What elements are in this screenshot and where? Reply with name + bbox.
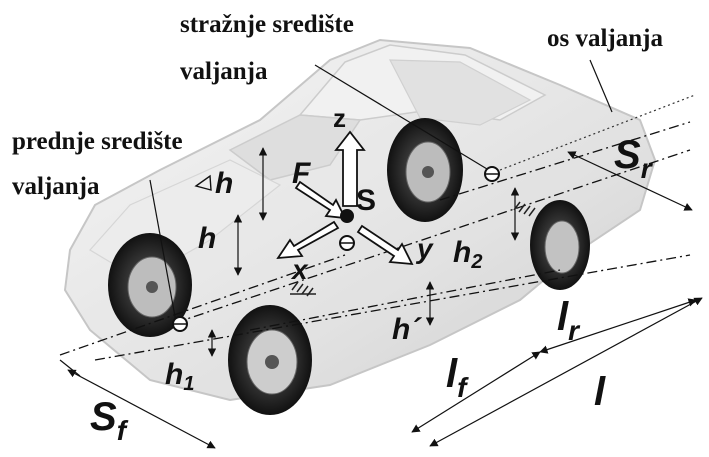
symbol-Sr: Sr: [614, 133, 654, 184]
dim-lf: [411, 351, 541, 433]
symbol-z: z: [333, 103, 346, 133]
symbol-lf-base: l: [446, 352, 458, 396]
symbol-Sf: Sf: [90, 395, 129, 446]
center-of-gravity-marker: [340, 209, 354, 223]
symbol-lr: lr: [557, 295, 581, 346]
symbol-h1: h1: [165, 358, 194, 395]
symbol-F: F: [292, 157, 311, 190]
wheel-rear-right: [530, 200, 590, 290]
spring-front-hatch: [290, 281, 316, 297]
front-roll-center-point: [172, 316, 188, 332]
symbol-x: x: [290, 254, 309, 285]
label-front-roll-center-line2: valjanja: [12, 173, 100, 200]
symbol-lr-base: l: [557, 295, 569, 339]
symbol-h2-sub: 2: [470, 251, 482, 273]
symbol-h1-sub: 1: [183, 373, 194, 395]
symbol-delta-h: h: [215, 167, 233, 200]
label-rear-roll-center-line1: stražnje središte: [180, 11, 354, 38]
symbol-h2-base: h: [453, 236, 471, 269]
symbol-h-prime: h´: [392, 313, 422, 346]
label-rear-roll-center-line2: valjanja: [180, 58, 268, 85]
dim-Sr: [567, 151, 693, 211]
car-side-window: [388, 59, 532, 126]
symbol-y: y: [415, 233, 434, 264]
dim-Sf: [59, 359, 216, 449]
ground-line-front: [94, 254, 691, 361]
label-roll-axis: os valjanja: [547, 25, 663, 52]
symbol-S: S: [356, 184, 376, 217]
rear-axle-line: [439, 121, 691, 201]
symbol-lf: lf: [446, 352, 469, 403]
wheel-front-left: [108, 233, 192, 337]
rear-roll-center-point: [484, 166, 500, 182]
dim-l: [429, 297, 703, 447]
symbol-Sf-base: S: [90, 395, 117, 439]
axis-y-arrow: [356, 224, 414, 266]
axis-x-arrow: [276, 220, 340, 260]
delta-triangle-icon: [194, 174, 212, 191]
symbol-lr-sub: r: [568, 315, 581, 346]
symbol-Sf-sub: f: [117, 415, 129, 446]
symbol-lf-sub: f: [457, 372, 469, 403]
symbol-l: l: [594, 370, 606, 414]
label-front-roll-center-line1: prednje središte: [12, 128, 183, 155]
spring-rear-hatch: [513, 201, 536, 217]
symbol-h1-base: h: [165, 358, 183, 391]
wheel-front-right: [228, 305, 312, 415]
wheel-rear-left: [387, 118, 463, 222]
ground-line-mid: [249, 269, 561, 331]
force-F-arrow: [294, 180, 347, 220]
roll-center-point: [339, 235, 355, 251]
symbol-h: h: [198, 222, 216, 255]
axis-z-arrow: [334, 130, 366, 207]
symbol-Sr-sub: r: [641, 153, 654, 184]
leader-front-center: [149, 179, 177, 323]
leader-roll-axis: [589, 59, 613, 113]
leader-rear-center: [314, 64, 493, 173]
symbol-Sr-base: S: [614, 133, 641, 177]
symbol-h2: h2: [453, 236, 482, 273]
